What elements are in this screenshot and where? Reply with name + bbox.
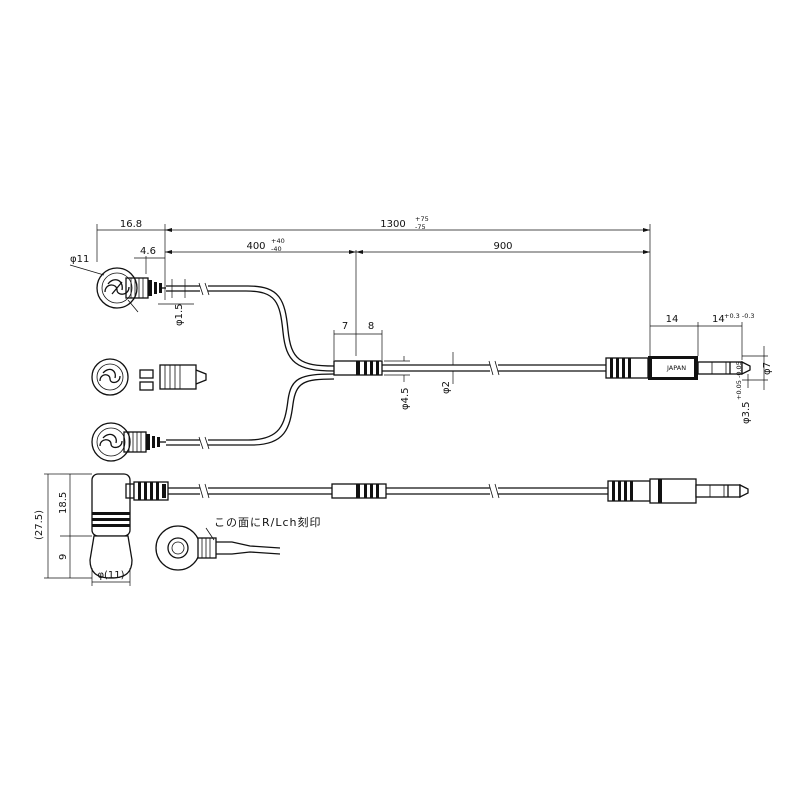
cord-diameter-callout: φ1.5 (158, 279, 194, 326)
dim-split-tol-minus: -40 (271, 245, 282, 253)
dim-total-tol-minus: -75 (415, 223, 426, 231)
dim-total-tol-plus: +75 (415, 215, 429, 223)
dim-cord-diameter: φ1.5 (174, 304, 185, 327)
dim-main-cord-diameter: φ2 (441, 381, 452, 394)
dim-pin-diameter: φ3.5 (741, 402, 752, 425)
dim-height-tip: 9 (58, 554, 69, 560)
dim-sleeve-b: 8 (368, 321, 374, 332)
housing-diameter-callout: φ11 (69, 254, 105, 276)
dim-pin-length: 14 (712, 314, 725, 325)
cable-branch-left (166, 282, 335, 372)
dim-plug-offset: 4.6 (140, 246, 156, 257)
earpiece-right (91, 422, 166, 462)
engrave-note: この面にR/Lch刻印 (214, 515, 322, 529)
dim-main-length: 900 (493, 241, 512, 252)
dim-sleeve-a: 7 (342, 321, 348, 332)
earpiece-left (96, 267, 166, 313)
dim-total-length: 1300 (380, 219, 405, 230)
dim-width-bottom: φ(11) (97, 570, 124, 581)
dim-height-total: (27.5) (34, 510, 45, 540)
dim-split-tol-plus: +40 (271, 237, 285, 245)
dim-plug-width: 16.8 (120, 219, 142, 230)
top-dimensions: 16.8 1300 +75 -75 4.6 400 +40 -40 900 (96, 215, 651, 356)
dim-height-body: 18.5 (58, 492, 69, 514)
dim-pin-diameter-tol: +0.05 -0.05 (735, 361, 743, 400)
dim-sleeve-diameter: φ4.5 (400, 388, 411, 411)
dim-split-length: 400 (246, 241, 265, 252)
dim-pin-tolerance: +0.3 -0.3 (724, 312, 755, 320)
cable-branch-right (166, 373, 335, 450)
dim-jack-length: 14 (666, 314, 679, 325)
dim-housing-diameter: φ11 (70, 254, 89, 265)
stereo-jack: JAPAN 14 14 +0.3 -0.3 φ7 φ3.5 +0.05 -0.0… (605, 312, 773, 425)
earpiece-detached (91, 358, 207, 396)
jack-brand-label: JAPAN (666, 364, 686, 372)
front-detail-view: この面にR/Lch刻印 (155, 515, 322, 571)
dim-jack-diameter: φ7 (762, 362, 773, 375)
cable-main: φ2 (382, 352, 606, 394)
cable-splitter: 7 8 φ4.5 (333, 321, 411, 411)
side-view: (27.5) 18.5 9 φ(11) (34, 473, 749, 586)
